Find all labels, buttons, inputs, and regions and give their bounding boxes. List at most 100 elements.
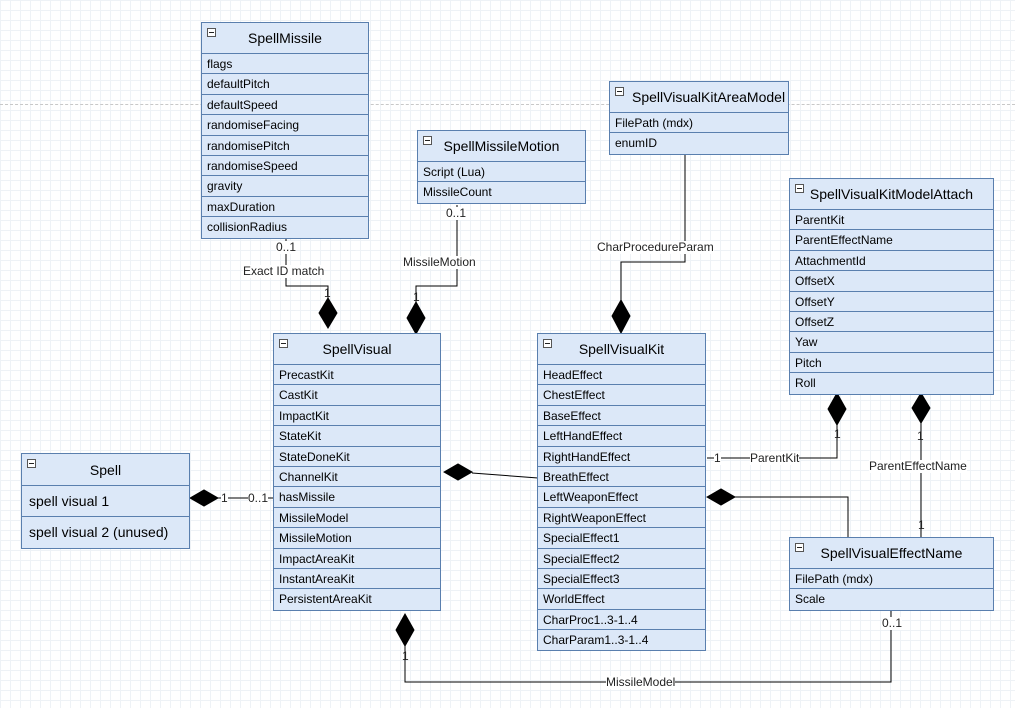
field-headeffect: HeadEffect [538, 365, 705, 386]
field-impactkit: ImpactKit [274, 406, 440, 427]
field-channelkit: ChannelKit [274, 467, 440, 488]
collapse-icon[interactable] [615, 87, 624, 96]
field-charparam1-3-1-4: CharParam1..3-1..4 [543, 633, 649, 648]
class-title: SpellVisualEffectName [790, 538, 993, 569]
class-title-text: SpellVisualKitAreaModel [632, 89, 786, 105]
class-title: SpellMissile [202, 23, 368, 54]
field-missilemotion: MissileMotion [274, 528, 440, 549]
class-title: Spell [22, 454, 189, 486]
field-offsety: OffsetY [790, 292, 993, 312]
composition-diamond-exact-id [318, 297, 338, 329]
field-offsetx: OffsetX [790, 271, 993, 292]
composition-diamond-kit-visual [442, 463, 474, 481]
class-title: SpellVisual [274, 334, 440, 365]
field-baseeffect: BaseEffect [538, 406, 705, 427]
field-righthandeffect: RightHandEffect [538, 447, 705, 467]
parent-kit-source-multiplicity: 1 [714, 451, 721, 465]
missile-motion-source-multiplicity: 0..1 [446, 206, 467, 220]
missile-model-target-multiplicity: 0..1 [882, 616, 903, 630]
field-specialeffect3: SpecialEffect3 [538, 569, 705, 590]
field-spell-visual-1: spell visual 1 [22, 486, 189, 517]
collapse-icon[interactable] [795, 543, 804, 552]
collapse-icon[interactable] [543, 339, 552, 348]
field-flags: flags [202, 54, 368, 75]
class-title-text: Spell [89, 461, 122, 478]
collapse-icon[interactable] [795, 184, 804, 193]
composition-diamond-missile-motion [406, 300, 426, 336]
field-leftweaponeffect: LeftWeaponEffect [538, 487, 705, 508]
missile-model-label: MissileModel [606, 675, 676, 689]
field-scale: Scale [795, 592, 826, 607]
field-charproc1-3-1-4: CharProc1..3-1..4 [538, 610, 705, 631]
field-impactareakit: ImpactAreaKit [274, 549, 440, 569]
exact-id-match-label: Exact ID match [243, 264, 325, 278]
parent-effect-name-label: ParentEffectName [869, 459, 967, 473]
field-persistentareakit: PersistentAreaKit [279, 592, 372, 607]
field-defaultspeed: defaultSpeed [202, 95, 368, 116]
composition-diamond-char-procedure [611, 298, 631, 335]
field-roll: Roll [795, 376, 816, 391]
field-randomisepitch: randomisePitch [202, 136, 368, 156]
field-specialeffect1: SpecialEffect1 [538, 528, 705, 549]
field-missilecount: MissileCount [423, 185, 492, 200]
field-specialeffect2: SpecialEffect2 [538, 549, 705, 569]
field-breatheffect: BreathEffect [538, 467, 705, 488]
collapse-icon[interactable] [423, 136, 432, 145]
composition-diamond-kit-effect [705, 488, 737, 506]
exact-id-source-multiplicity: 0..1 [276, 240, 297, 254]
class-title-text: SpellVisualEffectName [820, 545, 963, 561]
class-title-text: SpellVisualKit [578, 341, 665, 357]
collapse-icon[interactable] [27, 459, 36, 468]
field-defaultpitch: defaultPitch [202, 74, 368, 95]
parent-effect-name-target-multiplicity: 1 [918, 518, 925, 532]
field-script-lua: Script (Lua) [418, 162, 585, 183]
class-title: SpellVisualKitModelAttach [790, 179, 993, 210]
class-title: SpellVisualKit [538, 334, 705, 365]
field-worldeffect: WorldEffect [538, 589, 705, 610]
exact-id-target-multiplicity: 1 [324, 286, 331, 300]
field-randomisespeed: randomiseSpeed [202, 156, 368, 177]
composition-diamond-parent-effect [911, 392, 931, 424]
class-title-text: SpellVisual [322, 341, 392, 357]
field-statedonekit: StateDoneKit [274, 447, 440, 467]
field-hasmissile: hasMissile [274, 487, 440, 508]
field-parentkit: ParentKit [790, 210, 993, 231]
spell-visual-source-multiplicity: 1 [221, 491, 228, 505]
parent-kit-target-multiplicity: 1 [834, 427, 841, 441]
field-castkit: CastKit [274, 385, 440, 406]
class-title-text: SpellVisualKitModelAttach [809, 186, 974, 202]
class-title: SpellVisualKitAreaModel [610, 82, 788, 113]
field-chesteffect: ChestEffect [538, 385, 705, 406]
composition-diamond-missile-model [395, 612, 415, 648]
field-statekit: StateKit [274, 426, 440, 447]
field-filepath-mdx: FilePath (mdx) [790, 569, 993, 590]
field-rightweaponeffect: RightWeaponEffect [538, 508, 705, 529]
field-attachmentid: AttachmentId [790, 251, 993, 272]
field-precastkit: PrecastKit [274, 365, 440, 386]
field-maxduration: maxDuration [202, 197, 368, 218]
class-title-text: SpellMissileMotion [443, 138, 560, 154]
collapse-icon[interactable] [207, 28, 216, 37]
page-break-line [0, 104, 1015, 105]
kit-to-visual-line [471, 472, 539, 479]
class-title-text: SpellMissile [248, 30, 322, 46]
field-enumid: enumID [615, 136, 658, 151]
composition-diamond-parent-kit [827, 391, 847, 427]
collapse-icon[interactable] [279, 339, 288, 348]
composition-diamond-spell [188, 489, 220, 507]
missile-model-source-multiplicity: 1 [402, 649, 409, 663]
field-gravity: gravity [202, 176, 368, 197]
field-pitch: Pitch [790, 353, 993, 374]
field-offsetz: OffsetZ [790, 312, 993, 333]
parent-kit-label: ParentKit [750, 451, 800, 465]
field-yaw: Yaw [790, 332, 993, 353]
parent-effect-name-source-multiplicity: 1 [917, 429, 924, 443]
